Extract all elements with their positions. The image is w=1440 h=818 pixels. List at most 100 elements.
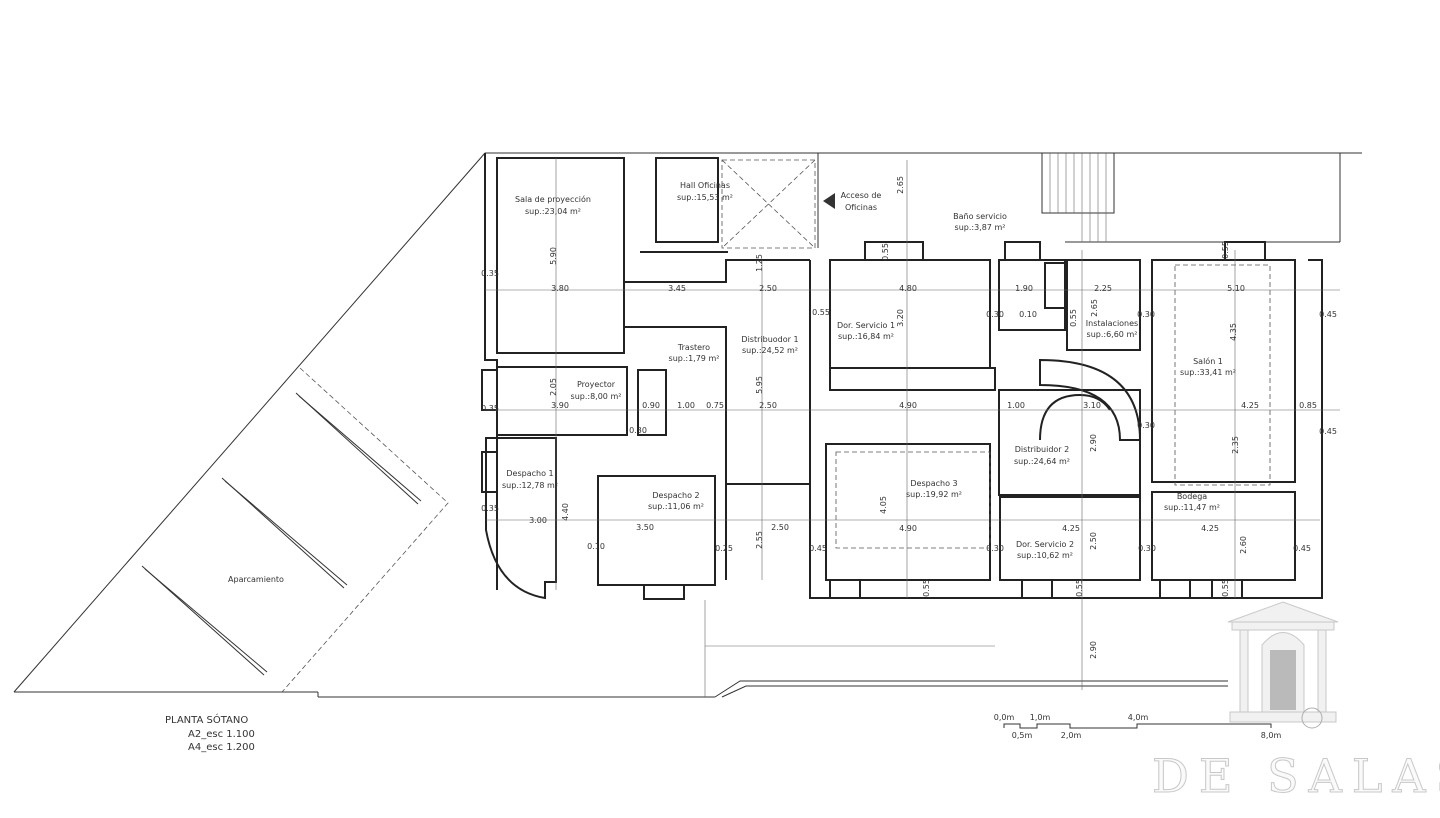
room-area: sup.:10,62 m² — [1017, 551, 1073, 560]
dimension-label: 3.10 — [1083, 401, 1101, 410]
room-name: Despacho 1 — [506, 469, 553, 478]
dimension-label: 0.35 — [481, 504, 499, 513]
dimension-label: 4.40 — [561, 503, 570, 521]
scale-label: 1,0m — [1030, 713, 1051, 722]
dimension-label: 0.30 — [1137, 310, 1155, 319]
dimension-label: 2.35 — [1231, 436, 1240, 454]
dimension-label: 2.90 — [1089, 641, 1098, 659]
dimension-label: 0.55 — [881, 243, 890, 261]
dimension-label: 0.45 — [809, 544, 827, 553]
dimension-label: 0.55 — [1069, 309, 1078, 327]
room-name: Trastero — [677, 343, 710, 352]
dimension-label: 2.65 — [1090, 299, 1099, 317]
dimension-label: 0.90 — [642, 401, 660, 410]
scale-bar: 0,0m 0,5m 1,0m 2,0m 4,0m 8,0m — [994, 713, 1282, 740]
room-area: sup.:11,06 m² — [648, 502, 704, 511]
room-name: Hall Oficinas — [680, 181, 730, 190]
room-area: sup.:19,92 m² — [906, 490, 962, 499]
dimension-label: 4.25 — [1201, 524, 1219, 533]
room-name: Despacho 2 — [652, 491, 699, 500]
parking-label: Aparcamiento — [228, 575, 284, 584]
dimension-label: 0.55 — [1221, 579, 1230, 597]
brand-logo: DE SALAS — [1152, 601, 1440, 804]
dimension-label: 3.45 — [668, 284, 686, 293]
scale-label: 2,0m — [1061, 731, 1082, 740]
dimension-label: 0.55 — [812, 308, 830, 317]
room-area: sup.:1,79 m² — [669, 354, 720, 363]
scale-label: 0,5m — [1012, 731, 1033, 740]
room-area: sup.:24,64 m² — [1014, 457, 1070, 466]
parking-area — [141, 367, 449, 693]
room-name: Despacho 3 — [910, 479, 957, 488]
dimension-label: 4.05 — [879, 496, 888, 514]
access-label: Acceso de — [841, 191, 882, 200]
room-area: sup.:16,84 m² — [838, 332, 894, 341]
room-area: sup.:12,78 m² — [502, 481, 558, 490]
room-name: Dor. Servicio 2 — [1016, 540, 1074, 549]
dimension-label: 0.25 — [715, 544, 733, 553]
dimension-label: 2.65 — [896, 176, 905, 194]
dimension-label: 3.20 — [896, 309, 905, 327]
room-area: sup.:6,60 m² — [1087, 330, 1138, 339]
dimension-label: 0.30 — [986, 544, 1004, 553]
dimension-label: 0.10 — [587, 542, 605, 551]
room-area: sup.:3,87 m² — [955, 223, 1006, 232]
dimension-label: 0.55 — [922, 579, 931, 597]
room-area: sup.:8,00 m² — [571, 392, 622, 401]
dimension-label: 0.30 — [1138, 544, 1156, 553]
dimension-label: 1.00 — [677, 401, 695, 410]
dimension-label: 0.55 — [1075, 579, 1084, 597]
scale-label: 0,0m — [994, 713, 1015, 722]
dimension-label: 1.90 — [1015, 284, 1033, 293]
dimension-label: 3.00 — [529, 516, 547, 525]
room-area: sup.:33,41 m² — [1180, 368, 1236, 377]
dimension-label: 0.30 — [986, 310, 1004, 319]
room-name: Proyector — [577, 380, 616, 389]
room-name: Salón 1 — [1193, 356, 1223, 366]
walls — [481, 153, 1323, 600]
dimension-label: 0.35 — [481, 269, 499, 278]
dimension-label: 5.95 — [755, 376, 764, 394]
dimension-lines — [485, 158, 1340, 697]
dimension-label: 2.50 — [759, 401, 777, 410]
dimension-label: 0.75 — [706, 401, 724, 410]
dimension-label: 4.90 — [899, 401, 917, 410]
room-name: Instalaciones — [1086, 319, 1138, 328]
brand-name: DE SALAS — [1152, 749, 1440, 803]
scale-a4: A4_esc 1.200 — [188, 742, 255, 753]
dimension-label: 0.10 — [1019, 310, 1037, 319]
room-name: Bodega — [1177, 492, 1207, 501]
dimension-label: 1.25 — [755, 254, 764, 272]
room-name: Baño servicio — [953, 212, 1007, 221]
room-name: Distribuidor 2 — [1015, 445, 1069, 454]
plan-title-block: PLANTA SÓTANO A2_esc 1.100 A4_esc 1.200 — [165, 713, 255, 753]
dimension-label: 5.10 — [1227, 284, 1245, 293]
access-label: Oficinas — [845, 203, 877, 212]
dimension-label: 0.45 — [1319, 310, 1337, 319]
scale-label: 4,0m — [1128, 713, 1149, 722]
dimension-label: 0.35 — [481, 404, 499, 413]
room-area: sup.:15,53 m² — [677, 193, 733, 202]
room-area: sup.:11,47 m² — [1164, 503, 1220, 512]
dimension-label: 4.90 — [899, 524, 917, 533]
dimension-label: 0.30 — [629, 426, 647, 435]
dimension-label: 2.60 — [1239, 536, 1248, 554]
dimension-label: 3.80 — [551, 284, 569, 293]
dimension-label: 5.90 — [549, 247, 558, 265]
dimension-label: 2.05 — [549, 378, 558, 396]
site-boundary — [13, 152, 1362, 698]
scale-label: 8,0m — [1261, 731, 1282, 740]
dimension-label: 0.55 — [1221, 241, 1230, 259]
dimension-label: 0.45 — [1319, 427, 1337, 436]
dimension-label: 2.55 — [755, 531, 764, 549]
dimension-label: 1.00 — [1007, 401, 1025, 410]
dimension-label: 2.50 — [759, 284, 777, 293]
dimension-label: 2.50 — [771, 523, 789, 532]
dimension-label: 0.45 — [1293, 544, 1311, 553]
access-arrow-icon — [823, 193, 835, 209]
dimension-label: 2.25 — [1094, 284, 1112, 293]
room-area: sup.:23,04 m² — [525, 207, 581, 216]
dimension-label: 3.50 — [636, 523, 654, 532]
